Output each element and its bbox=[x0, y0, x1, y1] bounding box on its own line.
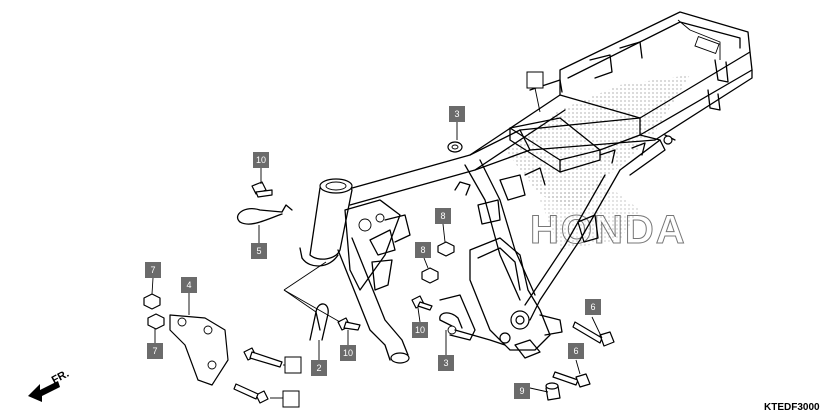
callout-blank-lower bbox=[282, 390, 300, 408]
callout-6-lower: 6 bbox=[568, 343, 584, 359]
svg-text:8: 8 bbox=[420, 245, 425, 255]
frame-shading-lower bbox=[540, 180, 640, 250]
cap-9 bbox=[545, 382, 561, 401]
leader-lines bbox=[151, 87, 603, 399]
callout-10-lower: 10 bbox=[412, 322, 428, 338]
callout-3-lower: 3 bbox=[438, 355, 454, 371]
bracket-4 bbox=[169, 314, 229, 386]
svg-text:7: 7 bbox=[152, 346, 157, 356]
svg-text:6: 6 bbox=[590, 302, 595, 312]
svg-text:5: 5 bbox=[256, 246, 261, 256]
svg-text:10: 10 bbox=[343, 348, 353, 358]
nut-8-lower bbox=[421, 267, 439, 284]
svg-text:3: 3 bbox=[443, 358, 448, 368]
clip-5 bbox=[236, 204, 293, 225]
svg-text:3: 3 bbox=[454, 109, 459, 119]
arrow-left-icon bbox=[28, 381, 60, 402]
svg-text:8: 8 bbox=[440, 211, 445, 221]
nut-7-upper bbox=[143, 293, 161, 310]
svg-text:6: 6 bbox=[573, 346, 578, 356]
callout-3-upper: 3 bbox=[449, 106, 465, 122]
callout-4: 4 bbox=[181, 277, 197, 293]
callout-8-lower: 8 bbox=[415, 242, 431, 258]
callout-7-lower: 7 bbox=[147, 343, 163, 359]
bolt-6-lower bbox=[552, 371, 591, 388]
bolt-10-middle bbox=[337, 317, 361, 331]
nut-7-lower bbox=[147, 313, 165, 330]
front-direction-indicator: FR. bbox=[28, 368, 71, 402]
callout-9: 9 bbox=[514, 383, 530, 399]
svg-text:7: 7 bbox=[150, 265, 155, 275]
direction-label: FR. bbox=[50, 368, 71, 387]
svg-text:10: 10 bbox=[256, 155, 266, 165]
bolt-10-upper bbox=[251, 181, 273, 198]
callout-10-middle: 10 bbox=[340, 345, 356, 361]
callout-10-upper: 10 bbox=[253, 152, 269, 168]
svg-text:9: 9 bbox=[519, 386, 524, 396]
callout-5: 5 bbox=[251, 243, 267, 259]
nut-8-upper bbox=[437, 241, 455, 257]
callout-8-upper: 8 bbox=[435, 208, 451, 224]
callout-6-upper: 6 bbox=[585, 299, 601, 315]
frame-shading bbox=[505, 75, 690, 210]
main-frame bbox=[299, 11, 753, 364]
diagram-code: KTEDF3000 bbox=[764, 402, 820, 413]
bolt-blank-lower bbox=[233, 383, 269, 404]
honda-watermark: HONDA bbox=[530, 208, 687, 252]
svg-text:4: 4 bbox=[186, 280, 191, 290]
callout-blank-upper bbox=[284, 356, 302, 374]
callout-blank-frame bbox=[526, 71, 544, 89]
bolt-blank-upper bbox=[243, 347, 283, 368]
svg-text:10: 10 bbox=[415, 325, 425, 335]
clip-3-lower bbox=[439, 312, 463, 329]
bolt-6-upper bbox=[572, 321, 615, 347]
washer-3-upper bbox=[447, 141, 463, 153]
callout-2: 2 bbox=[311, 360, 327, 376]
callout-7-upper: 7 bbox=[145, 262, 161, 278]
bolt-10-lower bbox=[411, 295, 433, 311]
svg-text:2: 2 bbox=[316, 363, 321, 373]
